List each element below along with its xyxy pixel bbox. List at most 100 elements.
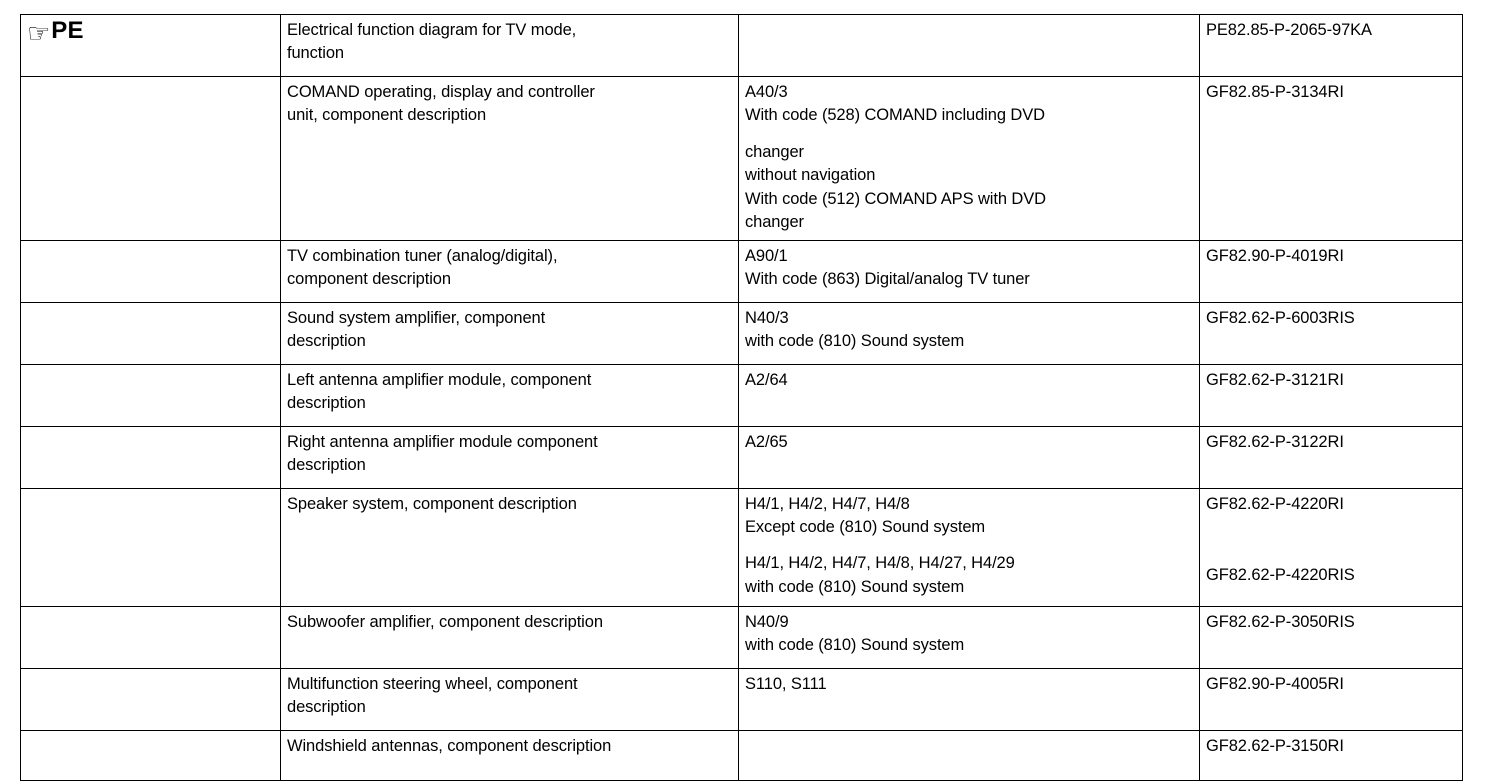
table-row: Subwoofer amplifier, component descripti… (20, 605, 1463, 669)
document-number-cell: PE82.85-P-2065-97KA (1199, 14, 1463, 77)
description-line: Windshield antennas, component descripti… (287, 736, 612, 755)
description-line: description (287, 393, 366, 412)
description-cell: Electrical function diagram for TV mode,… (280, 14, 739, 77)
document-number: GF82.62-P-6003RIS (1206, 308, 1355, 327)
description-line: Sound system amplifier, component (287, 308, 546, 327)
document-number: GF82.62-P-3121RI (1206, 370, 1344, 389)
document-number-cell: GF82.85-P-3134RI (1199, 76, 1463, 241)
description-line: COMAND operating, display and controller (287, 83, 595, 101)
component-line: A90/1 (745, 246, 788, 265)
description-cell: Right antenna amplifier module component… (280, 425, 739, 489)
description-line: description (287, 331, 366, 350)
description-line: Electrical function diagram for TV mode, (287, 21, 577, 39)
document-number: PE82.85-P-2065-97KA (1206, 21, 1372, 39)
component-line: Except code (810) Sound system (745, 517, 986, 536)
table-row: Windshield antennas, component descripti… (20, 729, 1463, 781)
document-number-cell: GF82.62-P-4220RI GF82.62-P-4220RIS (1199, 487, 1463, 607)
description-cell: Multifunction steering wheel, component d… (280, 667, 739, 731)
description-cell: Windshield antennas, component descripti… (280, 729, 739, 781)
component-cell (738, 729, 1200, 781)
description-line: component description (287, 269, 451, 288)
component-line: with code (810) Sound system (745, 577, 965, 596)
document-number-cell: GF82.62-P-3122RI (1199, 425, 1463, 489)
reference-cell-empty (20, 425, 281, 489)
reference-cell-empty (20, 301, 281, 365)
reference-cell-empty (20, 487, 281, 607)
description-line: Right antenna amplifier module component (287, 432, 598, 451)
reference-label: PE (51, 17, 84, 44)
description-line: TV combination tuner (analog/digital), (287, 246, 558, 265)
component-line: With code (863) Digital/analog TV tuner (745, 269, 1030, 288)
component-cell (738, 14, 1200, 77)
description-cell: COMAND operating, display and controller… (280, 76, 739, 241)
component-cell: S110, S111 (738, 667, 1200, 731)
document-number-cell: GF82.90-P-4019RI (1199, 239, 1463, 303)
description-line: unit, component description (287, 106, 487, 125)
description-cell: Sound system amplifier, component descrip… (280, 301, 739, 365)
component-line: A2/65 (745, 432, 788, 451)
component-line: H4/1, H4/2, H4/7, H4/8, H4/27, H4/29 (745, 554, 1015, 573)
table-row: Right antenna amplifier module component… (20, 425, 1463, 489)
table-row: Multifunction steering wheel, component d… (20, 667, 1463, 731)
description-line: Left antenna amplifier module, component (287, 370, 592, 389)
document-number: GF82.85-P-3134RI (1206, 83, 1344, 101)
component-line: With code (512) COMAND APS with DVD (745, 189, 1046, 208)
component-line: with code (810) Sound system (745, 635, 965, 654)
component-line: With code (528) COMAND including DVD (745, 106, 1045, 125)
description-line: description (287, 455, 366, 474)
description-line: Multifunction steering wheel, component (287, 674, 578, 693)
description-line: function (287, 44, 344, 63)
reference-cell: ☞PE (20, 14, 281, 77)
component-line: changer (745, 213, 804, 232)
component-line: A2/64 (745, 370, 788, 389)
component-cell: A2/65 (738, 425, 1200, 489)
document-number: GF82.62-P-3050RIS (1206, 612, 1355, 631)
document-number: GF82.90-P-4005RI (1206, 674, 1344, 693)
table-row: COMAND operating, display and controller… (20, 76, 1463, 241)
reference-cell-empty (20, 667, 281, 731)
component-line: A40/3 (745, 83, 788, 101)
description-cell: Subwoofer amplifier, component descripti… (280, 605, 739, 669)
reference-cell-empty (20, 76, 281, 241)
description-cell: Left antenna amplifier module, component… (280, 363, 739, 427)
table-row: Sound system amplifier, component descrip… (20, 301, 1463, 365)
description-line: description (287, 697, 366, 716)
reference-cell-empty (20, 729, 281, 781)
document-number-cell: GF82.62-P-3121RI (1199, 363, 1463, 427)
description-line: Subwoofer amplifier, component descripti… (287, 612, 603, 631)
document-number-cell: GF82.62-P-3050RIS (1199, 605, 1463, 669)
document-number: GF82.62-P-3122RI (1206, 432, 1344, 451)
reference-cell-empty (20, 363, 281, 427)
table-row: Left antenna amplifier module, component… (20, 363, 1463, 427)
document-number: GF82.62-P-3150RI (1206, 736, 1344, 755)
document-number: GF82.62-P-4220RIS (1206, 565, 1355, 584)
component-line: N40/3 (745, 308, 789, 327)
pointing-hand-icon: ☞ (27, 19, 51, 49)
document-number: GF82.62-P-4220RI (1206, 494, 1344, 513)
component-cell: N40/3 with code (810) Sound system (738, 301, 1200, 365)
component-line: S110, S111 (745, 674, 827, 693)
component-cell: A2/64 (738, 363, 1200, 427)
description-cell: TV combination tuner (analog/digital), co… (280, 239, 739, 303)
component-line: without navigation (745, 166, 876, 185)
reference-cell-empty (20, 239, 281, 303)
document-number-cell: GF82.62-P-6003RIS (1199, 301, 1463, 365)
table-row: TV combination tuner (analog/digital), co… (20, 239, 1463, 303)
component-line: H4/1, H4/2, H4/7, H4/8 (745, 494, 910, 513)
document-number-cell: GF82.90-P-4005RI (1199, 667, 1463, 731)
description-cell: Speaker system, component description (280, 487, 739, 607)
reference-cell-empty (20, 605, 281, 669)
component-line: with code (810) Sound system (745, 331, 965, 350)
description-line: Speaker system, component description (287, 494, 577, 513)
document-number: GF82.90-P-4019RI (1206, 246, 1344, 265)
component-line: changer (745, 142, 804, 161)
component-cell: N40/9 with code (810) Sound system (738, 605, 1200, 669)
component-line: N40/9 (745, 612, 789, 631)
